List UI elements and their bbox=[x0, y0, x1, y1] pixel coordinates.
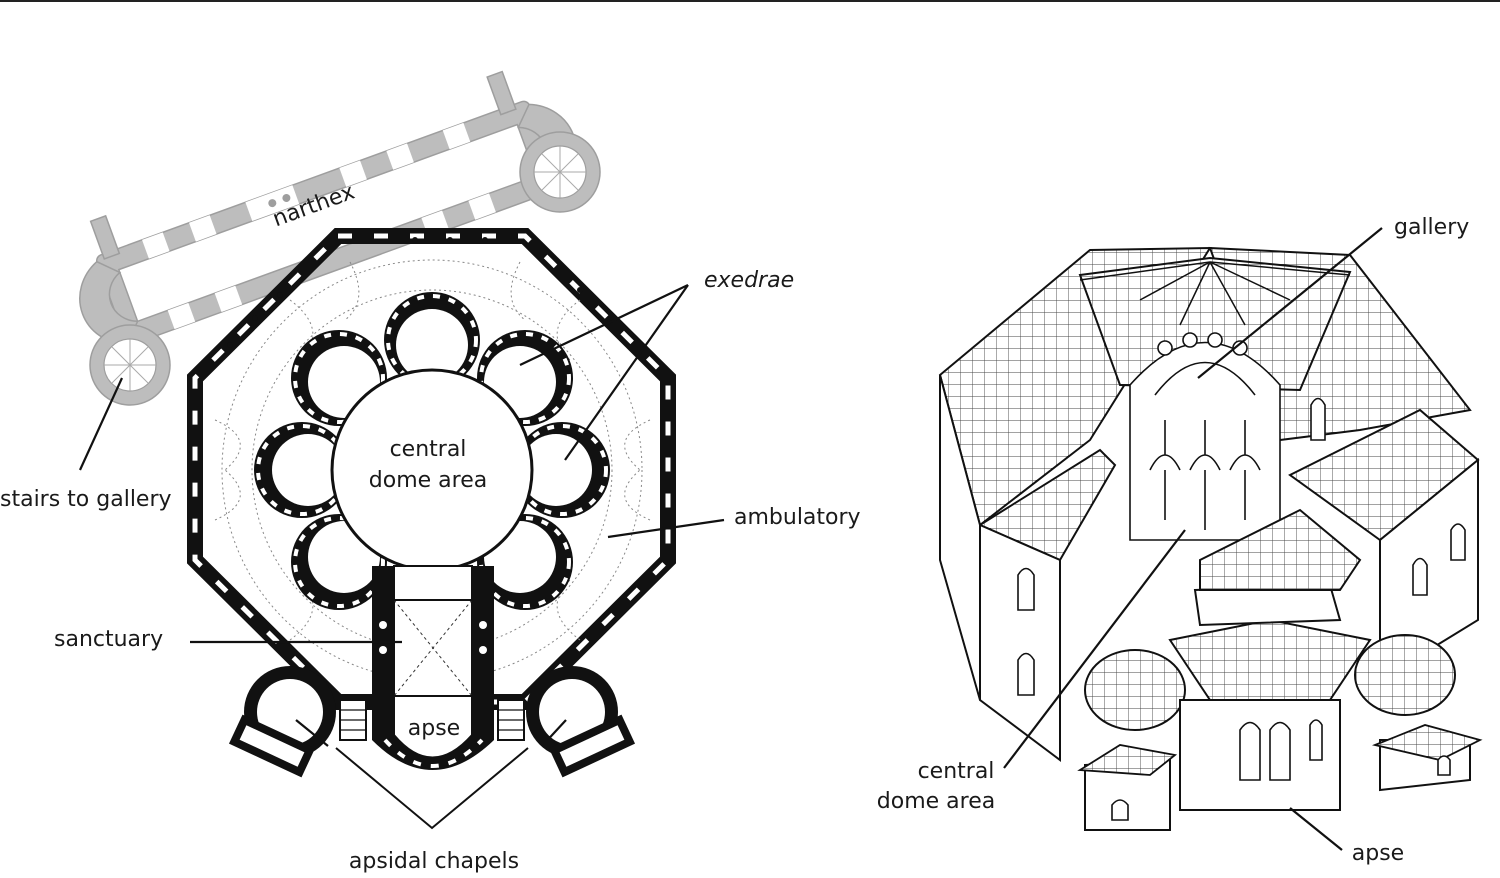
exedrae-ring bbox=[254, 292, 610, 610]
sanctuary-block bbox=[372, 565, 494, 770]
label-apsidal-chapels: apsidal chapels bbox=[349, 849, 519, 874]
lower-chapels bbox=[1077, 508, 1483, 831]
label-central-dome-line2: dome area bbox=[369, 468, 487, 493]
cutaway-view: gallery central dome area apse bbox=[877, 215, 1483, 866]
narthex-block bbox=[79, 70, 577, 346]
label-apse-cutaway: apse bbox=[1352, 841, 1404, 866]
label-stairs-to-gallery: stairs to gallery bbox=[0, 487, 172, 512]
label-central-dome-line1: central bbox=[390, 437, 467, 462]
label-cutaway-central-dome-line2: dome area bbox=[877, 789, 995, 814]
label-ambulatory: ambulatory bbox=[734, 505, 861, 530]
floor-plan: narthex exedrae central dome area ambula… bbox=[0, 70, 861, 874]
cutaway-windows bbox=[1017, 397, 1466, 821]
label-exedrae: exedrae bbox=[704, 268, 794, 293]
label-cutaway-central-dome-line1: central bbox=[918, 759, 995, 784]
plan-leaders bbox=[78, 284, 725, 747]
cutaway-leaders bbox=[1003, 227, 1383, 851]
label-apse-plan: apse bbox=[408, 716, 460, 741]
label-sanctuary: sanctuary bbox=[54, 627, 163, 652]
label-gallery: gallery bbox=[1394, 215, 1469, 240]
interior-arcade bbox=[1129, 332, 1281, 541]
stair-towers bbox=[89, 131, 601, 406]
ambulatory-vaults bbox=[214, 259, 651, 681]
